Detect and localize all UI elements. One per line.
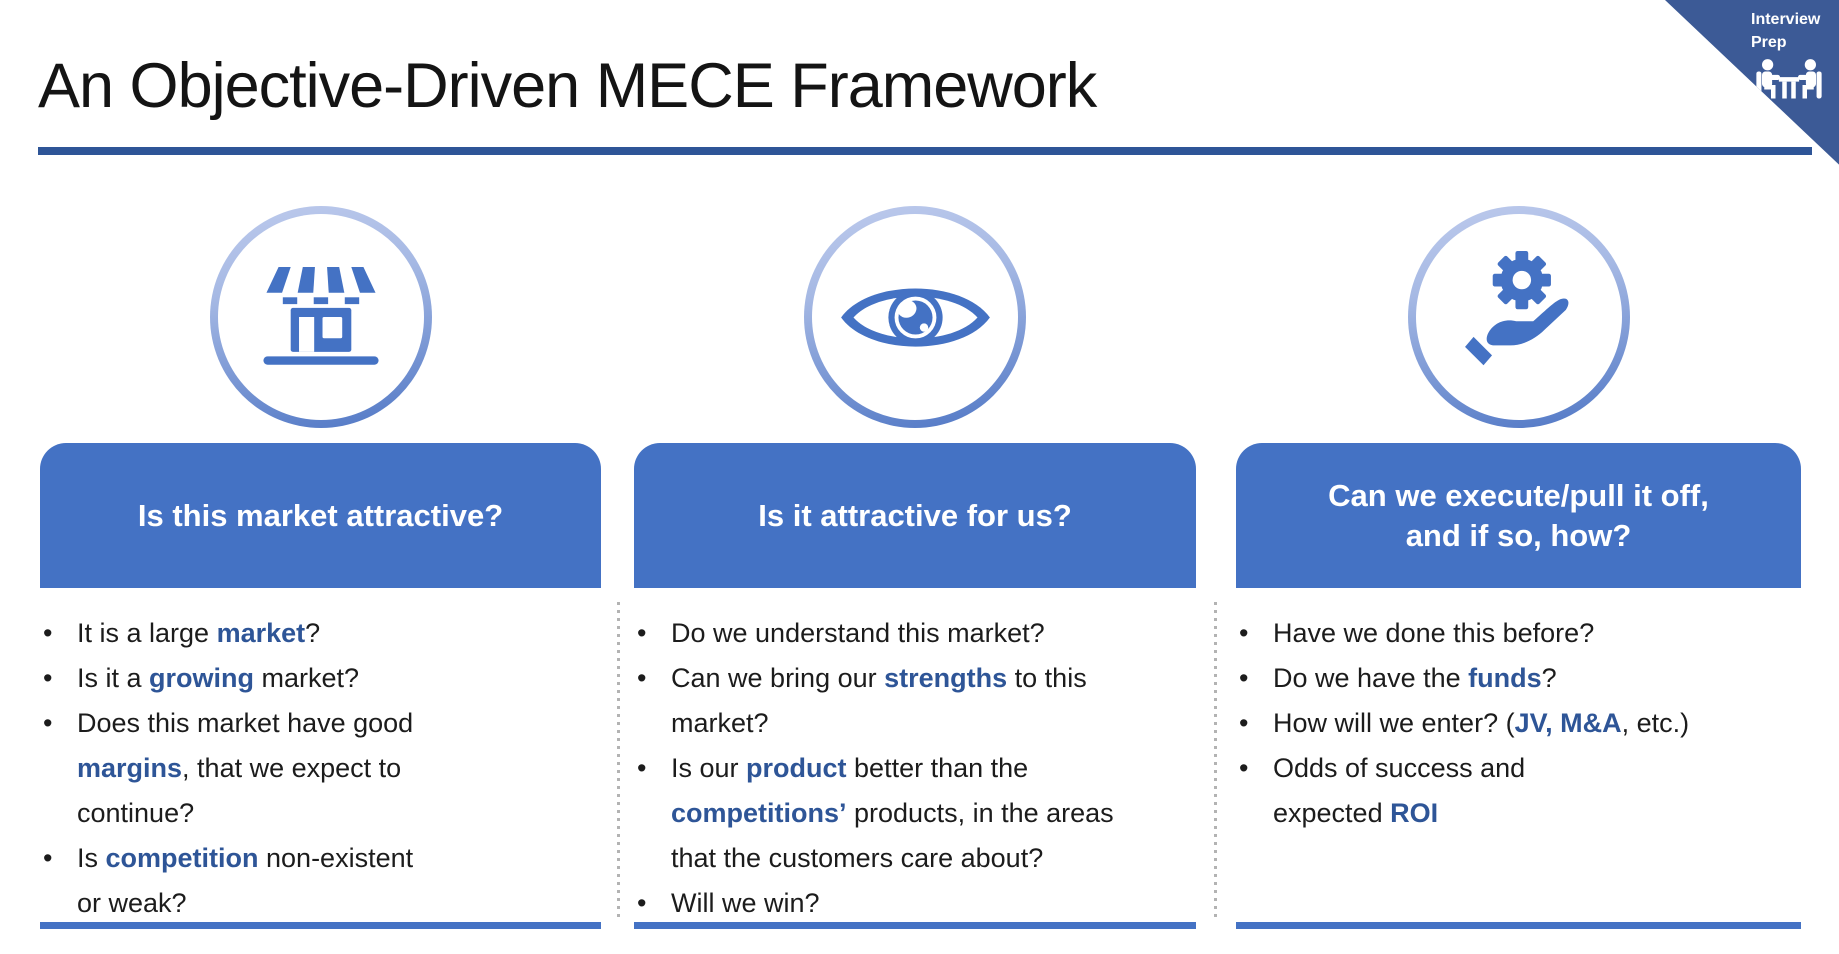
bullet-item: Have we done this before? xyxy=(1236,611,1801,656)
circle-badge xyxy=(1407,206,1630,428)
bullet-text: market? xyxy=(254,663,360,693)
bullet-list: Do we understand this market? Can we brin… xyxy=(634,611,1196,926)
bullet-item: Can we bring our strengths to this marke… xyxy=(634,656,1196,746)
bullet-text: , that we expect to continue? xyxy=(77,753,402,828)
keyword-text: strengths xyxy=(884,663,1008,693)
column-underline xyxy=(1236,922,1801,929)
column-market-attractive: Is this market attractive? It is a large… xyxy=(40,206,601,932)
bullet-text: Do we understand this market? xyxy=(671,618,1045,648)
column-underline xyxy=(634,922,1196,929)
keyword-text: funds xyxy=(1468,663,1542,693)
bullet-text: non-existent or weak? xyxy=(77,843,414,918)
badge-line-1: Interview xyxy=(1751,11,1821,28)
bullet-item: How will we enter? (JV, M&A, etc.) xyxy=(1236,701,1801,746)
keyword-text: ROI xyxy=(1390,798,1439,828)
gear-hand-icon xyxy=(1464,250,1568,366)
title-underline xyxy=(38,147,1812,155)
circle-badge xyxy=(804,206,1026,428)
bullet-text: products, in the areas that the customer… xyxy=(671,798,1114,873)
eye-icon xyxy=(840,287,990,347)
keyword-text: JV, M&A xyxy=(1514,708,1622,738)
keyword-text: margins xyxy=(77,753,183,783)
column-underline xyxy=(40,922,601,929)
bullet-list: It is a large market?Is it a growing mar… xyxy=(40,611,601,926)
bullet-text: better than the xyxy=(854,753,1029,783)
keyword-text: competition xyxy=(105,843,259,873)
keyword-text: competitions’ xyxy=(671,798,847,828)
column-divider xyxy=(617,602,620,918)
bullet-item: Do we understand this market? xyxy=(634,611,1196,656)
column-header: Is it attractive for us? xyxy=(634,443,1196,588)
bullet-text: Is our xyxy=(671,753,747,783)
circle-badge xyxy=(209,206,432,428)
keyword-text: product xyxy=(746,753,847,783)
bullet-item: Odds of success and expected ROI xyxy=(1236,746,1801,836)
bullet-item: Will we win? xyxy=(634,881,1196,926)
circle-inner xyxy=(217,214,424,420)
bullet-item: Is competition non-existent or weak? xyxy=(40,836,601,926)
bullet-text: Have we done this before? xyxy=(1273,618,1595,648)
column-attractive-for-us: Is it attractive for us? Do we understan… xyxy=(634,206,1196,932)
storefront-icon xyxy=(262,267,379,365)
column-header: Is this market attractive? xyxy=(40,443,601,588)
bullet-text: ? xyxy=(1541,663,1557,693)
keyword-text: market xyxy=(216,618,306,648)
bullet-item: Do we have the funds? xyxy=(1236,656,1801,701)
keyword-text: growing xyxy=(149,663,255,693)
bullet-text: Can we bring our xyxy=(671,663,885,693)
bullet-text: Is it a xyxy=(77,663,150,693)
bullet-text: Does this market have good xyxy=(77,708,414,738)
badge-text: Interview Prep xyxy=(1751,8,1820,54)
column-divider xyxy=(1214,602,1217,918)
circle-inner xyxy=(812,214,1018,420)
bullet-text: ? xyxy=(305,618,321,648)
bullet-item: Does this market have good margins, that… xyxy=(40,701,601,836)
bullet-text: , etc.) xyxy=(1621,708,1690,738)
bullet-item: It is a large market? xyxy=(40,611,601,656)
bullet-text: Do we have the xyxy=(1273,663,1469,693)
interview-table-icon xyxy=(1756,59,1822,99)
bullet-text: How will we enter? ( xyxy=(1273,708,1515,738)
bullet-item: Is it a growing market? xyxy=(40,656,601,701)
circle-inner xyxy=(1415,214,1622,420)
bullet-text: to this market? xyxy=(671,663,1087,738)
corner-badge: Interview Prep xyxy=(1665,0,1839,165)
page-title: An Objective-Driven MECE Framework xyxy=(38,51,1097,121)
bullet-text: It is a large xyxy=(77,618,217,648)
bullet-item: Is our product better than the competiti… xyxy=(634,746,1196,881)
bullet-text: Is xyxy=(77,843,106,873)
column-can-we-execute: Can we execute/pull it off, and if so, h… xyxy=(1236,206,1801,932)
bullet-text: Will we win? xyxy=(671,888,820,918)
bullet-list: Have we done this before? Do we have the … xyxy=(1236,611,1801,836)
badge-line-2: Prep xyxy=(1751,34,1787,51)
bullet-text: Odds of success and expected xyxy=(1273,753,1526,828)
column-header: Can we execute/pull it off, and if so, h… xyxy=(1236,443,1801,588)
